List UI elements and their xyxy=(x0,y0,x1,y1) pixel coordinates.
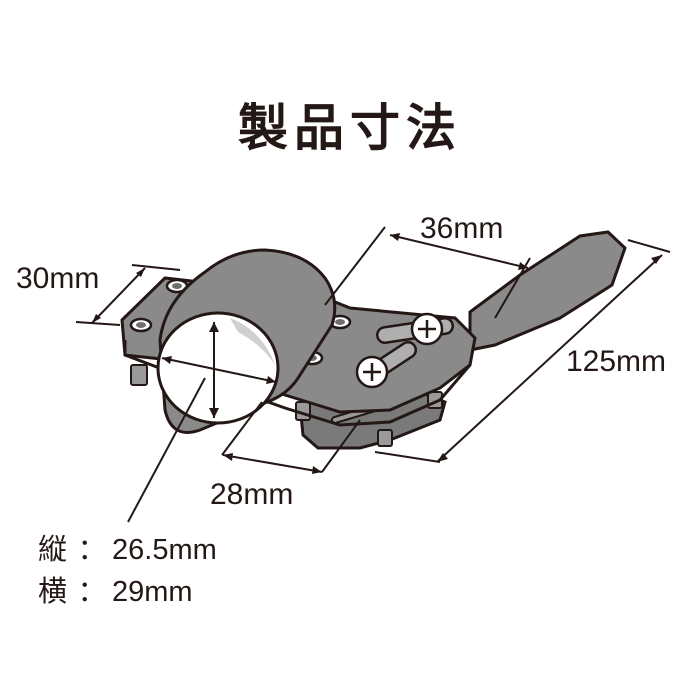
tube-opening xyxy=(156,311,280,425)
dimension-label-28mm: 28mm xyxy=(210,478,294,511)
dimension-label-30mm: 30mm xyxy=(16,262,100,295)
spec-height: 縦 ：26.5mm xyxy=(38,526,217,568)
page-title: 製品寸法 xyxy=(238,99,462,157)
spec-label: 横 xyxy=(38,576,68,608)
dimension-label-36mm: 36mm xyxy=(420,212,504,245)
spec-value: 29mm xyxy=(112,576,193,608)
spec-label: 縦 xyxy=(38,534,68,566)
lever-arm xyxy=(468,230,627,352)
spec-value: 26.5mm xyxy=(112,534,217,566)
spec-separator: ： xyxy=(77,576,107,608)
dimension-arrows xyxy=(92,233,662,474)
screw-icon xyxy=(410,312,444,346)
dimension-label-125mm: 125mm xyxy=(566,345,667,378)
spec-separator: ： xyxy=(77,534,107,566)
screw-icon xyxy=(355,355,389,389)
spec-width: 横 ：29mm xyxy=(38,568,193,610)
